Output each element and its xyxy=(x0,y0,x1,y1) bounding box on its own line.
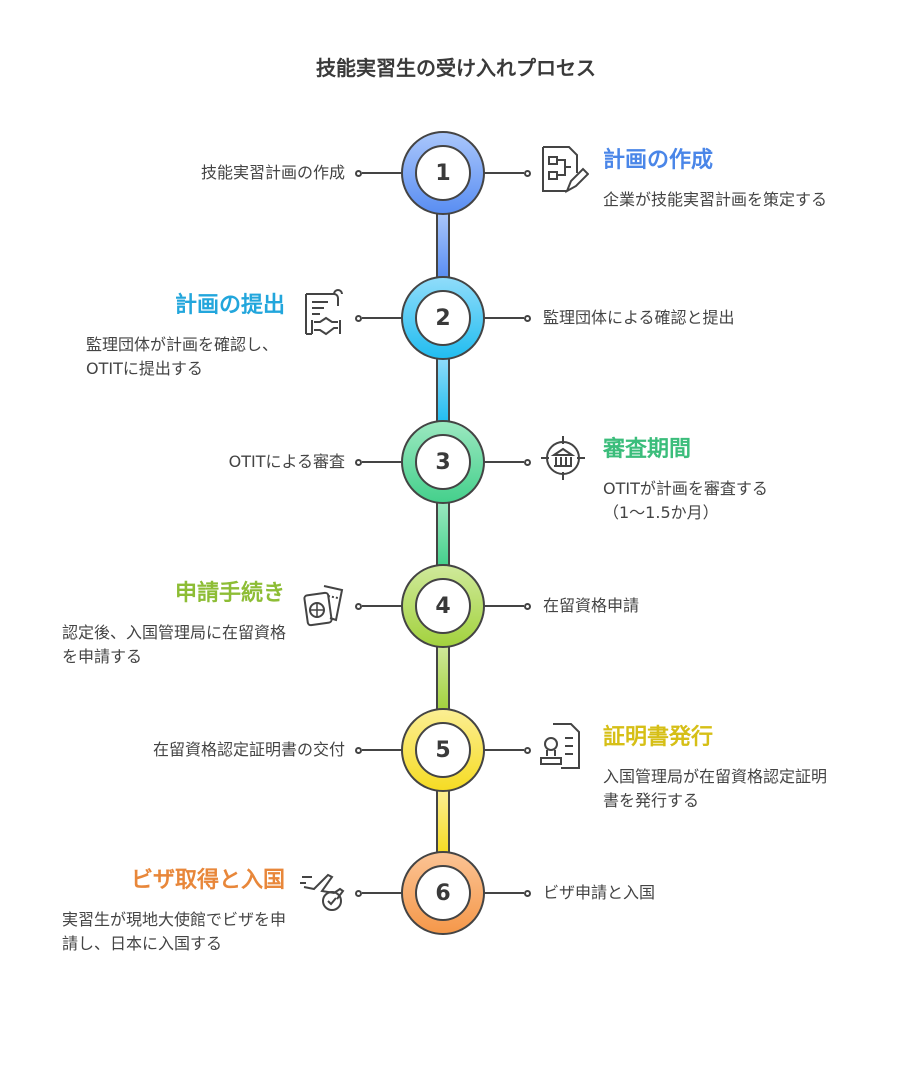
connector xyxy=(436,647,450,709)
connector-dot xyxy=(355,458,362,466)
step-node-5: 5 xyxy=(401,708,485,792)
contract-handshake-icon xyxy=(298,288,350,340)
connector-line-left xyxy=(362,461,402,463)
step-node-1: 1 xyxy=(401,131,485,215)
step-number: 3 xyxy=(415,434,471,490)
connector-line-left xyxy=(362,317,402,319)
connector-dot xyxy=(524,889,531,897)
connector-line-right xyxy=(484,605,524,607)
step-node-3: 3 xyxy=(401,420,485,504)
target-bank-icon xyxy=(537,432,589,484)
connector-dot xyxy=(524,314,531,322)
certificate-stamp-icon xyxy=(537,720,589,772)
connector-line-right xyxy=(484,461,524,463)
connector-dot xyxy=(524,746,531,754)
step-description: 認定後、入国管理局に在留資格を申請する xyxy=(62,623,287,666)
step-title: 計画の提出 xyxy=(174,293,285,318)
step-title: 証明書発行 xyxy=(603,725,714,750)
step-short-label: 技能実習計画の作成 xyxy=(200,163,345,182)
connector-dot xyxy=(355,314,362,322)
connector-dot xyxy=(524,458,531,466)
step-description: 実習生が現地大使館でビザを申請し、日本に入国する xyxy=(62,910,287,953)
connector xyxy=(436,791,450,852)
step-short-label: 在留資格申請 xyxy=(543,596,640,615)
connector-line-left xyxy=(362,605,402,607)
connector-dot xyxy=(355,169,362,177)
connector-dot xyxy=(355,602,362,610)
step-number: 2 xyxy=(415,290,471,346)
connector xyxy=(436,214,450,277)
step-number: 6 xyxy=(415,865,471,921)
step-title: 審査期間 xyxy=(603,437,692,462)
step-title: ビザ取得と入国 xyxy=(130,868,285,893)
connector-dot xyxy=(524,169,531,177)
step-description: 入国管理局が在留資格認定証明書を発行する xyxy=(603,767,828,810)
connector-line-right xyxy=(484,317,524,319)
connector-line-left xyxy=(362,172,402,174)
step-node-4: 4 xyxy=(401,564,485,648)
step-short-label: 監理団体による確認と提出 xyxy=(543,308,735,327)
connector-line-right xyxy=(484,892,524,894)
connector-dot xyxy=(524,602,531,610)
flowchart-document-pencil-icon xyxy=(537,143,590,195)
step-description: OTITが計画を審査する（1〜1.5か月） xyxy=(603,479,768,522)
connector xyxy=(436,359,450,421)
diagram-title: 技能実習生の受け入れプロセス xyxy=(316,56,596,80)
step-short-label: OTITによる審査 xyxy=(228,452,345,471)
connector-line-left xyxy=(362,892,402,894)
step-short-label: ビザ申請と入国 xyxy=(543,883,656,902)
step-node-2: 2 xyxy=(401,276,485,360)
step-node-6: 6 xyxy=(401,851,485,935)
connector-dot xyxy=(355,746,362,754)
connector-line-right xyxy=(484,749,524,751)
connector xyxy=(436,503,450,565)
connector-line-right xyxy=(484,172,524,174)
step-number: 4 xyxy=(415,578,471,634)
step-number: 5 xyxy=(415,722,471,778)
step-description: 企業が技能実習計画を策定する xyxy=(603,190,828,209)
step-title: 計画の作成 xyxy=(603,148,714,173)
plane-check-icon xyxy=(298,863,350,915)
step-description: 監理団体が計画を確認し、OTITに提出する xyxy=(86,335,279,378)
passport-ticket-icon xyxy=(298,576,350,628)
step-short-label: 在留資格認定証明書の交付 xyxy=(152,740,345,759)
connector-dot xyxy=(355,889,362,897)
step-title: 申請手続き xyxy=(174,581,285,606)
step-number: 1 xyxy=(415,145,471,201)
connector-line-left xyxy=(362,749,402,751)
